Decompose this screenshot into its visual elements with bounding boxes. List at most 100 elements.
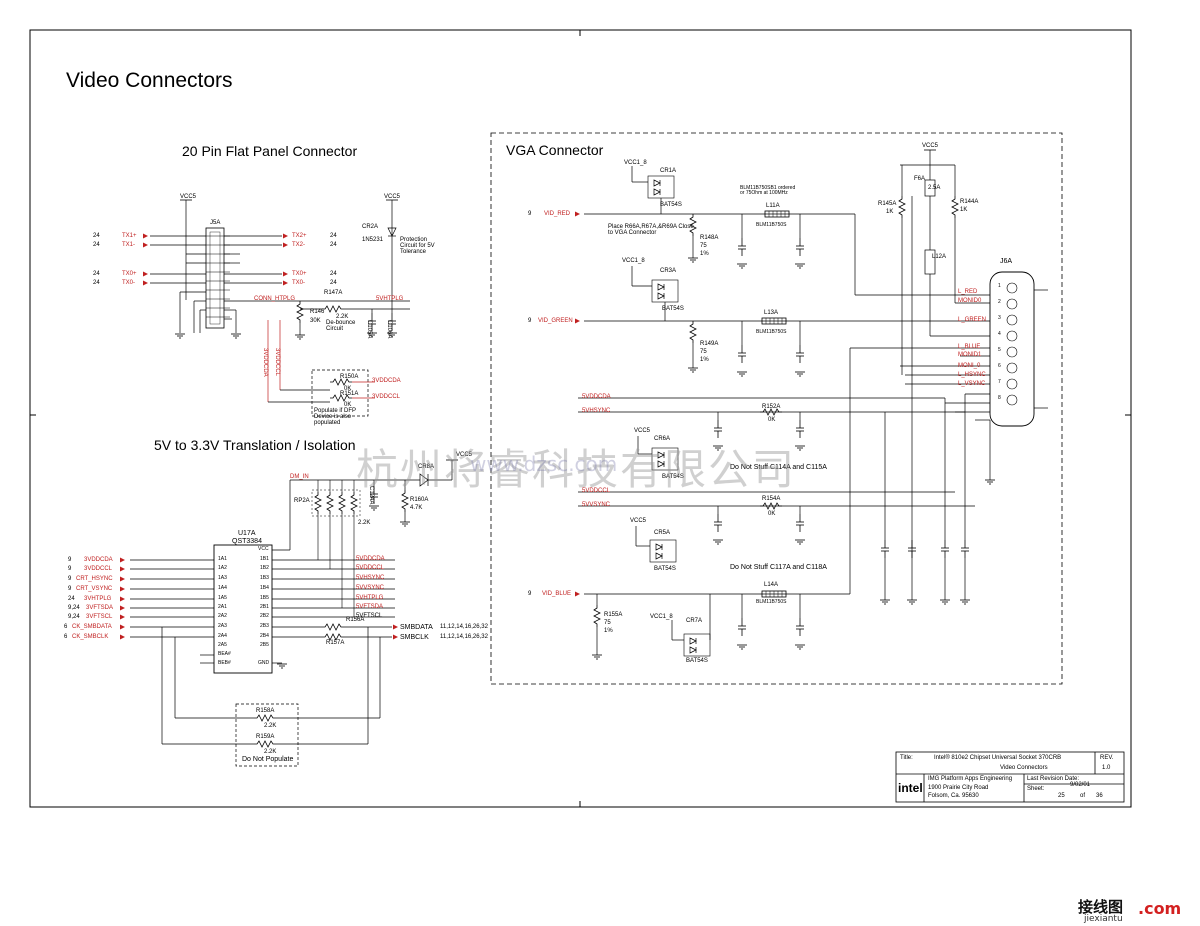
conn-net-lblue: L_BLUE	[958, 344, 981, 350]
r156-label: R156A	[346, 617, 365, 623]
vga-ddc2-net: 5VDDCCL	[582, 488, 611, 494]
fp-vcc5-label-2: VCC5	[384, 194, 401, 200]
tr-vcc5-label: VCC5	[456, 452, 473, 458]
bat-part-2: BAT54S	[662, 306, 684, 312]
l14-label: L14A	[764, 582, 779, 588]
u17-pin: 2A2	[218, 613, 227, 619]
populate-note: Populate if DFP Device is also populated	[314, 408, 356, 426]
no-stuff-note-2: Do Not Stuff C117A and C118A	[730, 564, 827, 571]
u17-pin: BEA#	[218, 651, 231, 657]
bat-part-5: BAT54S	[686, 658, 708, 664]
j6-pin: 8	[998, 395, 1001, 401]
j6-pin: 5	[998, 347, 1001, 353]
conn-net-moni0: MONI_0	[958, 363, 981, 369]
do-not-populate-note: Do Not Populate	[242, 756, 294, 763]
tr-in-page: 9	[68, 566, 72, 572]
u17-pin: 1A2	[218, 565, 227, 571]
vga-vcc5-2: VCC5	[634, 428, 651, 434]
fp-net-tx2p: TX2+	[292, 233, 307, 239]
u17-part: QST3384	[232, 538, 262, 545]
l13-part: BLM11B750S	[756, 329, 787, 335]
tb-rev-date-label: Last Revision Date:	[1027, 776, 1080, 782]
fp-page: 24	[93, 242, 100, 248]
tb-subtitle: Video Connectors	[1000, 765, 1048, 771]
tr-out-net: 5VFTSCL	[356, 613, 383, 619]
tr-out-net: 5VFTSDA	[356, 604, 384, 610]
no-stuff-note-1: Do Not Stuff C114A and C115A	[730, 464, 827, 471]
u17-pin: 2B1	[260, 604, 269, 610]
bat-part-4: BAT54S	[654, 566, 676, 572]
tr-out-net: 5VDDCDA	[356, 556, 385, 562]
fp-page: 24	[330, 242, 337, 248]
f6-label: F6A	[914, 176, 926, 182]
r148-value: 75	[700, 243, 707, 249]
tr-in-net: 3VDDCDA	[84, 557, 113, 563]
vga-vcc18-3: VCC1_8	[650, 614, 673, 620]
r158-label: R158A	[256, 708, 275, 714]
j5a-body	[205, 227, 225, 329]
r157-label: R157A	[326, 640, 345, 646]
vga-vcc18: VCC1_8	[624, 160, 647, 166]
tr-in-net: 3VHTPLG	[84, 596, 112, 602]
site-logo-pinyin: jiexiantu	[1084, 914, 1123, 924]
r145-value: 1K	[886, 209, 894, 215]
tb-rev: 1.0	[1102, 765, 1111, 771]
cr2-label: CR2A	[362, 224, 379, 230]
fp-page: 24	[93, 280, 100, 286]
green-page: 9	[528, 318, 532, 324]
c124-label: C124A	[368, 486, 374, 505]
conn-net-monid0: MONID0	[958, 298, 982, 304]
r155-value: 75	[604, 620, 611, 626]
tr-out-net: 5VVSYNC	[356, 585, 385, 591]
cr3-label: CR3A	[660, 268, 677, 274]
vga-region	[490, 132, 1063, 685]
r149-value: 75	[700, 349, 707, 355]
u17-ref: U17A	[238, 530, 256, 537]
r150-label: R150A	[340, 374, 359, 380]
tr-in-net: CK_SMBDATA	[72, 624, 112, 630]
tr-out-net: 5VDDCCL	[356, 565, 385, 571]
u17-pin: 2B5	[260, 642, 269, 648]
site-logo-chinese: 接线图	[1078, 898, 1124, 916]
u17-pin: 1B2	[260, 565, 269, 571]
cr5-label: CR5A	[654, 530, 671, 536]
translation-circuit	[120, 459, 458, 767]
smb-pages: 11,12,14,16,26,32	[440, 624, 488, 630]
u17-pin: 2A1	[218, 604, 227, 610]
smb-pages-2: 11,12,14,16,26,32	[440, 634, 488, 640]
u17-pin: 2B2	[260, 613, 269, 619]
tr-in-net: 3VFTSDA	[86, 605, 114, 611]
u17-pin: 2B4	[260, 633, 269, 639]
fp-vcc5-label: VCC5	[180, 194, 197, 200]
cr6-label: CR6A	[654, 436, 671, 442]
conn-net-lvsync: L_VSYNC	[958, 381, 986, 387]
tr-in-net: CRT_VSYNC	[76, 586, 113, 592]
l11-label: L11A	[766, 203, 780, 209]
u17-pin: VCC	[258, 546, 269, 552]
fp-page: 24	[330, 280, 337, 286]
r150-value: 0K	[344, 386, 352, 392]
r160-value: 4.7K	[410, 505, 423, 511]
j6-pin: 7	[998, 379, 1001, 385]
tb-org: IMG Platform Apps Engineering	[928, 776, 1013, 782]
u17-pin: 1A5	[218, 595, 227, 601]
fp-ddc1-net: 3VDDCDA	[262, 348, 268, 377]
r149-tol: 1%	[700, 357, 709, 363]
fp-page: 24	[330, 233, 337, 239]
tr-in-page: 6	[64, 624, 68, 630]
r160-label: R160A	[410, 497, 429, 503]
tb-title-label: Title:	[900, 755, 913, 761]
fp-net-tx1p: TX1+	[122, 233, 137, 239]
vga-vsync-net: 5VVSYNC	[582, 502, 611, 508]
r155-tol: 1%	[604, 628, 613, 634]
u17-pin: 1B1	[260, 556, 269, 562]
tb-sheet-label: Sheet:	[1027, 786, 1045, 792]
tr-in-net: 3VDDCCL	[84, 566, 113, 572]
intel-logo: intel	[898, 781, 923, 795]
page-title: Video Connectors	[66, 69, 233, 92]
vga-ddc1-net: 5VDDCDA	[582, 394, 611, 400]
r159-label: R159A	[256, 734, 275, 740]
j5a-ref: J5A	[210, 220, 221, 226]
u17-pin: 1B5	[260, 595, 269, 601]
cr8-label: CR8A	[418, 464, 435, 470]
